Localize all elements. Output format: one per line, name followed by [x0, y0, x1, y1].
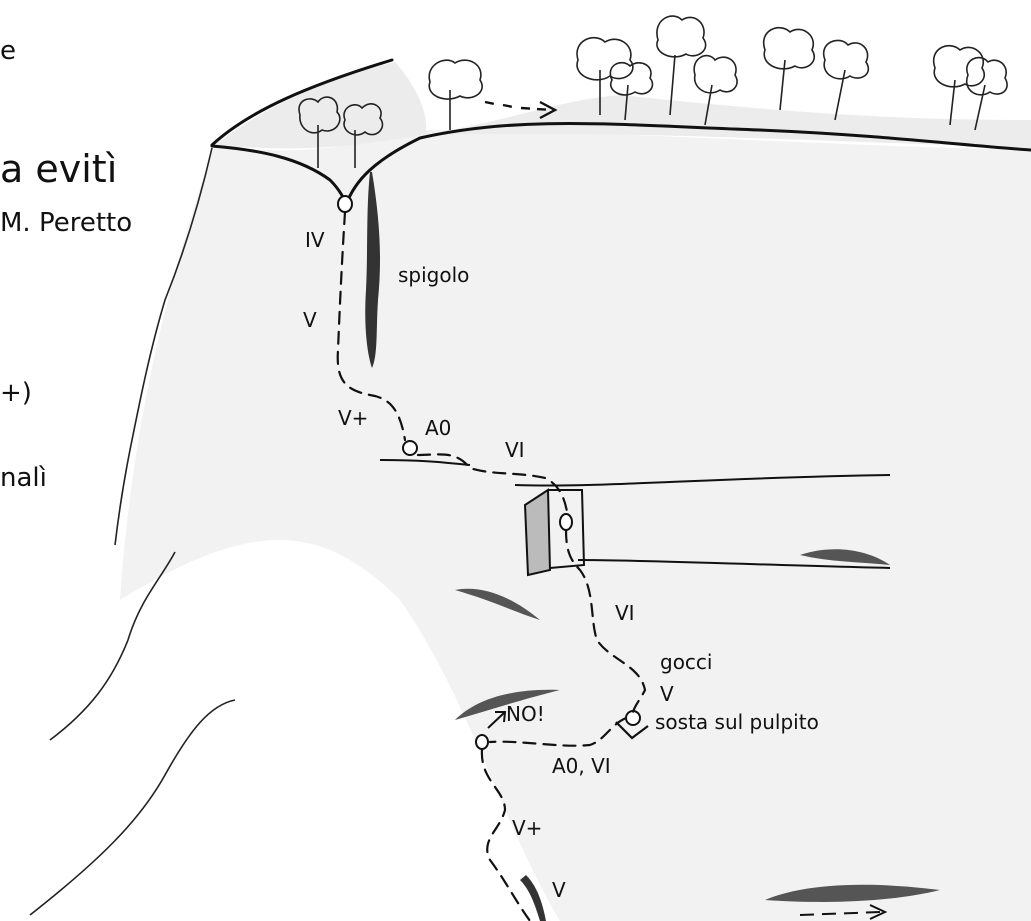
grade-v-lower: V [552, 880, 566, 900]
label-gocci: gocci [660, 652, 712, 672]
label-spigolo: spigolo [398, 265, 469, 285]
grade-v-plus-upper: V+ [338, 408, 368, 428]
left-text-note: nalì [0, 465, 47, 491]
left-text-grade: +) [0, 380, 32, 406]
grade-a0-vi: A0, VI [552, 756, 611, 776]
grade-iv: IV [305, 230, 325, 250]
grade-vi-middle: VI [615, 603, 635, 623]
grade-v-upper: V [303, 310, 317, 330]
label-sosta-sul-pulpito: sosta sul pulpito [655, 712, 819, 732]
left-text-title: a evitì [0, 150, 117, 188]
left-text-line1: e [0, 38, 16, 64]
left-text-author: M. Peretto [0, 210, 132, 236]
grade-a0: A0 [425, 418, 451, 438]
rock-shading [120, 130, 1031, 921]
grade-vi-traverse: VI [505, 440, 525, 460]
grade-v-middle: V [660, 684, 674, 704]
label-no: NO! [506, 704, 545, 724]
grade-v-plus-lower: V+ [512, 818, 542, 838]
